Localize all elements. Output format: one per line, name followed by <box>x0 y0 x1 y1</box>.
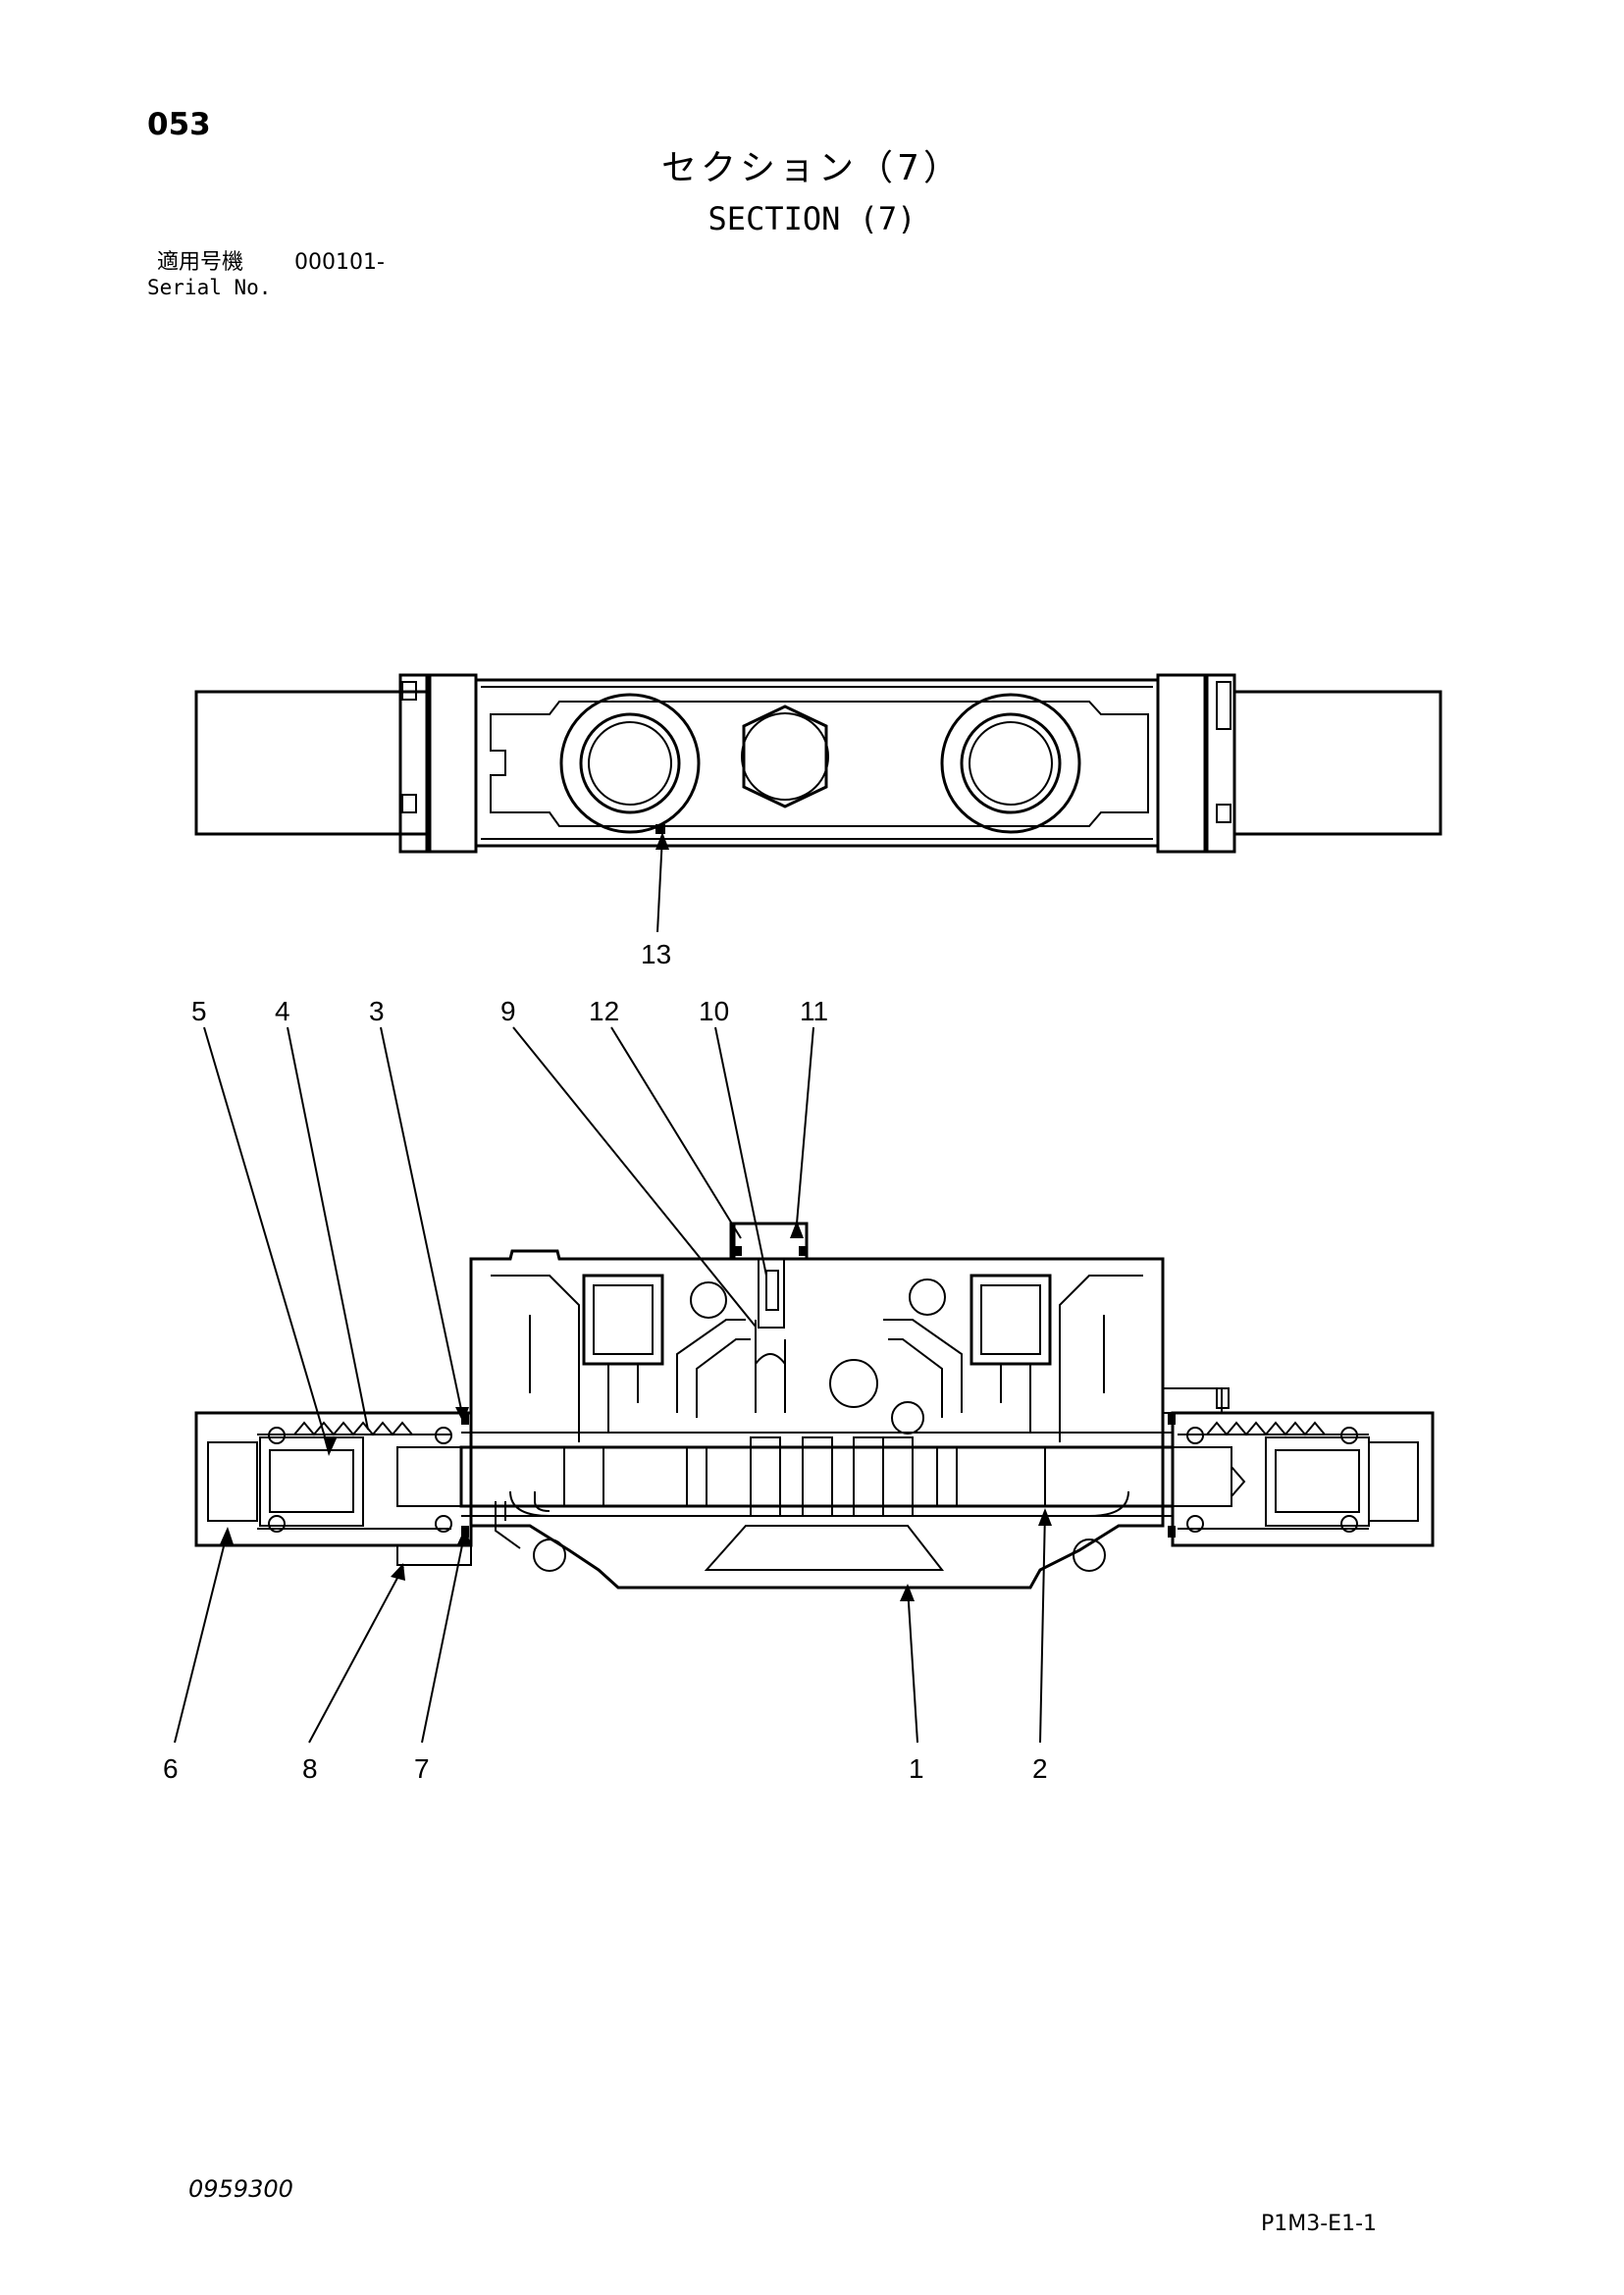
page-code: P1M3-E1-1 <box>1261 2212 1378 2236</box>
drawing-number: 0959300 <box>188 2175 293 2203</box>
callout-11: 11 <box>800 996 828 1026</box>
serial-number-value: 000101- <box>294 250 385 275</box>
page-title-japanese: セクション（7） <box>661 148 963 188</box>
callout-8: 8 <box>302 1753 318 1784</box>
callout-2: 2 <box>1032 1753 1048 1784</box>
callout-1: 1 <box>909 1753 924 1784</box>
page-number: 053 <box>147 107 211 142</box>
callout-6: 6 <box>163 1753 179 1784</box>
valve-top-view <box>194 673 1442 854</box>
serial-label-japanese: 適用号機 <box>157 250 244 275</box>
callout-4: 4 <box>275 996 290 1026</box>
callout-7: 7 <box>414 1753 430 1784</box>
serial-label-english: Serial No. <box>147 276 272 299</box>
leader-line-13 <box>656 835 663 933</box>
callout-10: 10 <box>699 996 729 1026</box>
callout-5: 5 <box>191 996 207 1026</box>
callout-9: 9 <box>500 996 516 1026</box>
valve-section-view <box>194 1222 1435 1590</box>
callout-leaders <box>174 1026 1052 1744</box>
callout-13: 13 <box>641 939 671 969</box>
callout-12: 12 <box>589 996 619 1026</box>
page-title-english: SECTION (7) <box>707 200 917 237</box>
callout-3: 3 <box>369 996 385 1026</box>
leader-arrow-13 <box>655 832 669 850</box>
